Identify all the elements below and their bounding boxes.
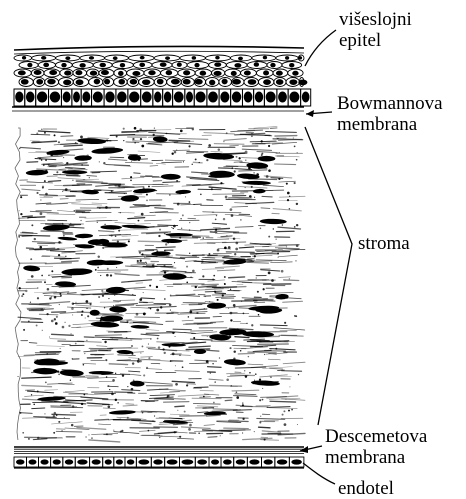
- endothelium-label: endotel: [338, 478, 394, 499]
- descemet-label-line1: Descemetova: [325, 426, 427, 447]
- descemet-label-line2: membrana: [325, 447, 427, 468]
- bowman-membrane-layer: [12, 107, 304, 111]
- stroma-brace: [305, 127, 352, 425]
- bowman-pointer-arrow: [306, 110, 314, 117]
- stroma-layer: [15, 126, 305, 441]
- endothelium-layer: [14, 457, 304, 468]
- epithelium-label-line2: epitel: [339, 30, 412, 51]
- bowman-label-line1: Bowmannova: [337, 93, 443, 114]
- epithelium-label-line1: višeslojni: [339, 9, 412, 30]
- descemet-membrane-layer: [14, 447, 304, 454]
- epithelium-layer: [14, 46, 311, 106]
- descemet-membrane-label: Descemetova membrana: [325, 426, 427, 468]
- epithelium-label: višeslojni epitel: [339, 9, 412, 51]
- bowman-membrane-label: Bowmannova membrana: [337, 93, 443, 135]
- stroma-label: stroma: [358, 233, 410, 254]
- epithelium-pointer-line: [305, 30, 336, 66]
- bowman-label-line2: membrana: [337, 114, 443, 135]
